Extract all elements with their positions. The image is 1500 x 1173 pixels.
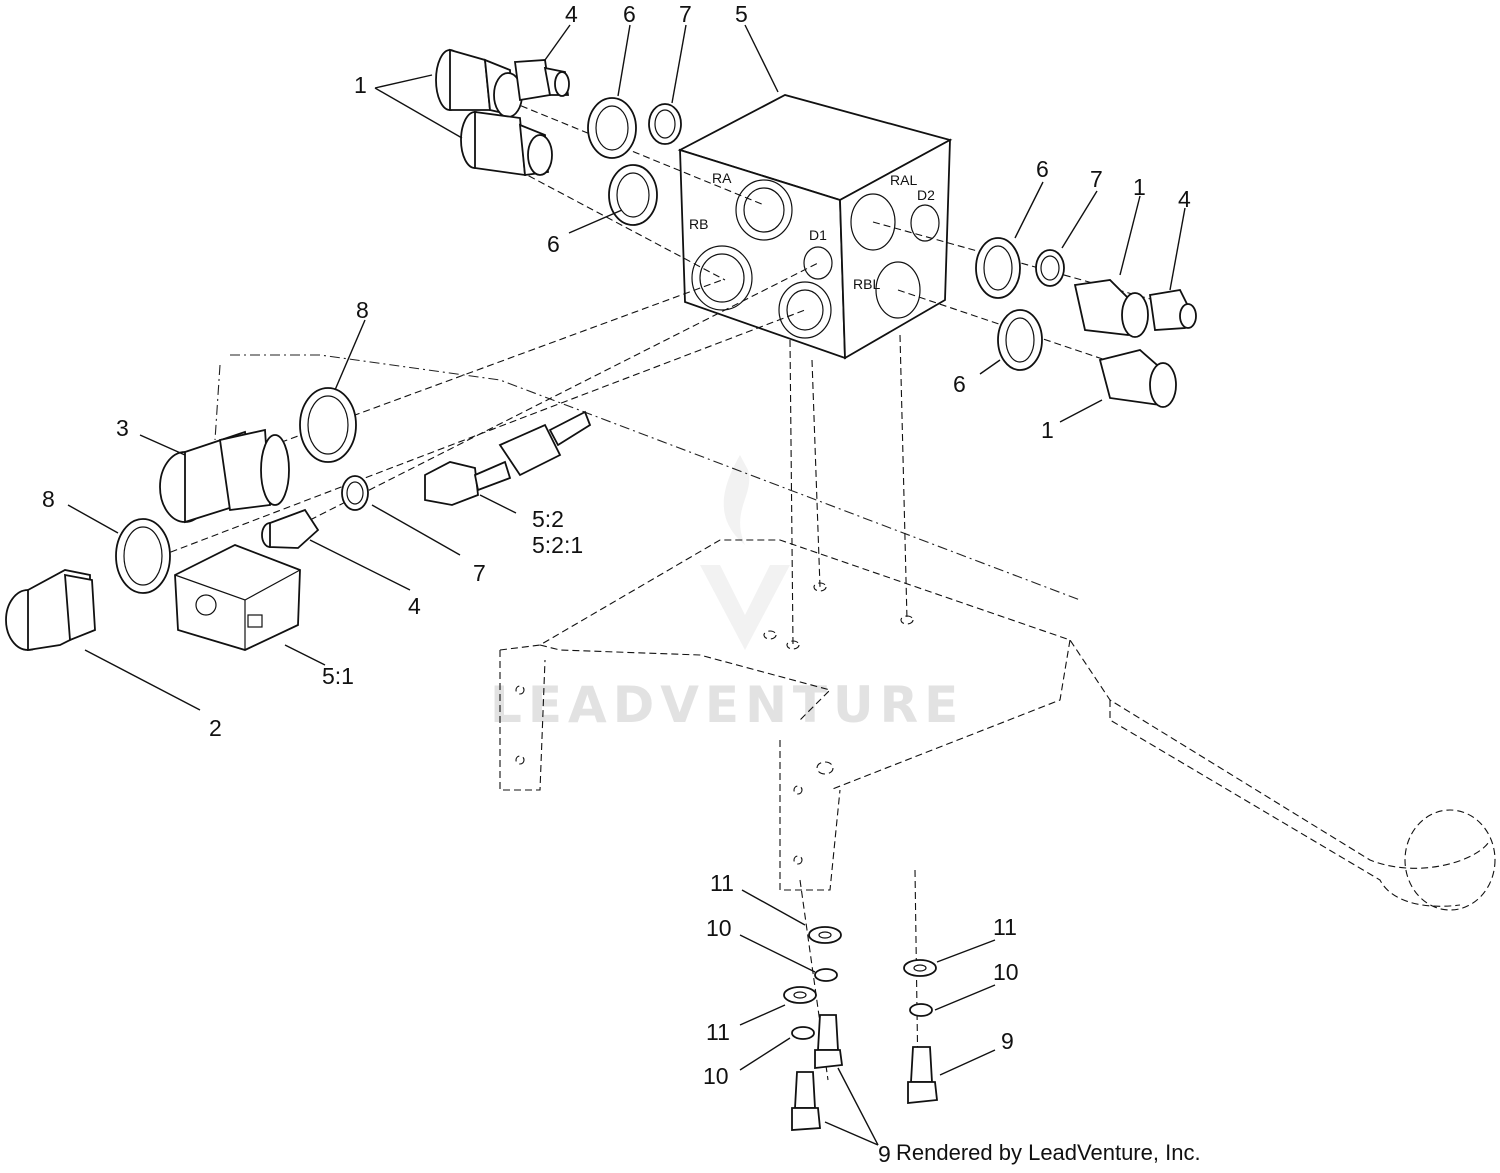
fitting-4-mid: [261, 508, 320, 549]
port-label-ral: RAL: [890, 172, 917, 188]
port-label-rbl: RBL: [853, 276, 880, 292]
callout-7-mid: 7: [473, 560, 486, 586]
callout-2: 2: [209, 715, 222, 741]
bolt-9-a: [814, 1014, 844, 1070]
washer-11-a: [808, 926, 842, 944]
watermark-logo: [700, 455, 790, 650]
bolt-9-c: [907, 1046, 938, 1104]
mounting-bracket: [214, 354, 1496, 911]
callout-5-2-1: 5:2:1: [532, 532, 583, 558]
fitting-1-right-top: [1073, 279, 1149, 338]
callout-6-top: 6: [623, 1, 636, 27]
fitting-3: [159, 428, 290, 524]
callout-11-c: 11: [993, 914, 1017, 940]
washer-10-c: [909, 1003, 933, 1017]
callout-5-2: 5:2: [532, 506, 564, 532]
callout-6-right-bottom: 6: [953, 371, 966, 397]
o-ring-8-top: [299, 387, 357, 463]
port-label-rb: RB: [689, 216, 708, 232]
callout-11-a: 11: [710, 870, 734, 896]
callout-10-a: 10: [706, 915, 732, 941]
o-ring-6-left: [608, 164, 658, 226]
callout-9-a: 9: [1001, 1028, 1014, 1054]
bolt-9-b: [791, 1071, 821, 1131]
callout-11-b: 11: [706, 1019, 730, 1045]
callout-4-right: 4: [1178, 186, 1191, 212]
port-label-ra: RA: [712, 170, 732, 186]
callout-7-top: 7: [679, 1, 692, 27]
valve-block: [677, 94, 953, 360]
leader-lines: [67, 24, 1186, 1146]
washer-10-a: [814, 968, 838, 982]
callout-4-top: 4: [565, 1, 578, 27]
o-ring-7-top: [648, 103, 682, 145]
callout-6-right-top: 6: [1036, 156, 1049, 182]
callout-8-left: 8: [42, 486, 55, 512]
callout-10-b: 10: [703, 1063, 729, 1089]
washer-11-b: [783, 986, 817, 1004]
callout-1-right-top: 1: [1133, 174, 1146, 200]
callout-6-left: 6: [547, 231, 560, 257]
callout-1-top-left: 1: [354, 72, 367, 98]
o-ring-8-left: [115, 518, 171, 594]
callout-9-b: 9: [878, 1141, 891, 1167]
o-ring-6-right-top: [975, 237, 1021, 299]
port-label-d1: D1: [809, 227, 827, 243]
fitting-2: [5, 569, 96, 652]
washer-10-b: [791, 1026, 815, 1040]
o-ring-7-mid: [341, 475, 369, 511]
o-ring-6-top: [587, 97, 637, 159]
callout-8-top: 8: [356, 297, 369, 323]
fitting-1-lower: [460, 110, 553, 177]
solenoid-coil-5-1: [174, 544, 301, 651]
callout-5-top: 5: [735, 1, 748, 27]
callout-7-right: 7: [1090, 166, 1103, 192]
o-ring-6-right-bottom: [997, 309, 1043, 371]
watermark-text: LEADVENTURE: [490, 676, 964, 734]
fitting-4-right: [1148, 289, 1197, 331]
o-ring-7-right: [1035, 249, 1065, 287]
fitting-4-top: [513, 59, 570, 102]
render-credit: Rendered by LeadVenture, Inc.: [896, 1140, 1201, 1165]
callout-3: 3: [116, 415, 129, 441]
washer-11-c: [903, 959, 937, 977]
callout-1-right-bottom: 1: [1041, 417, 1054, 443]
callout-10-c: 10: [993, 959, 1019, 985]
callout-5-1: 5:1: [322, 663, 354, 689]
cartridge-5-2: [424, 410, 592, 506]
fitting-1-right-bottom: [1098, 349, 1177, 408]
callout-4-mid: 4: [408, 593, 421, 619]
port-label-d2: D2: [917, 187, 935, 203]
fitting-1-top: [435, 48, 523, 118]
